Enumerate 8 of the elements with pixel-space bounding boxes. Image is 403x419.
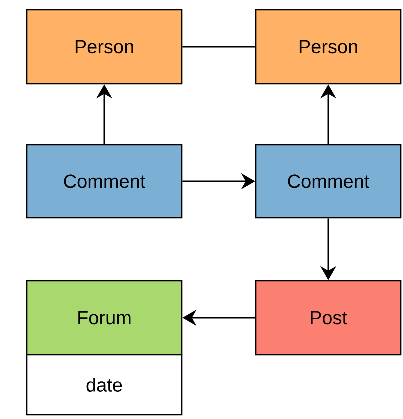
entity-box: Person [26,9,183,85]
entity-box: Comment [26,144,183,219]
entity-box: Forum [26,280,183,356]
entity-box: Comment [255,144,402,219]
attribute-box: date [26,354,183,416]
entity-box: Person [255,9,402,85]
connector-line [182,46,256,48]
entity-box: Post [255,280,402,356]
